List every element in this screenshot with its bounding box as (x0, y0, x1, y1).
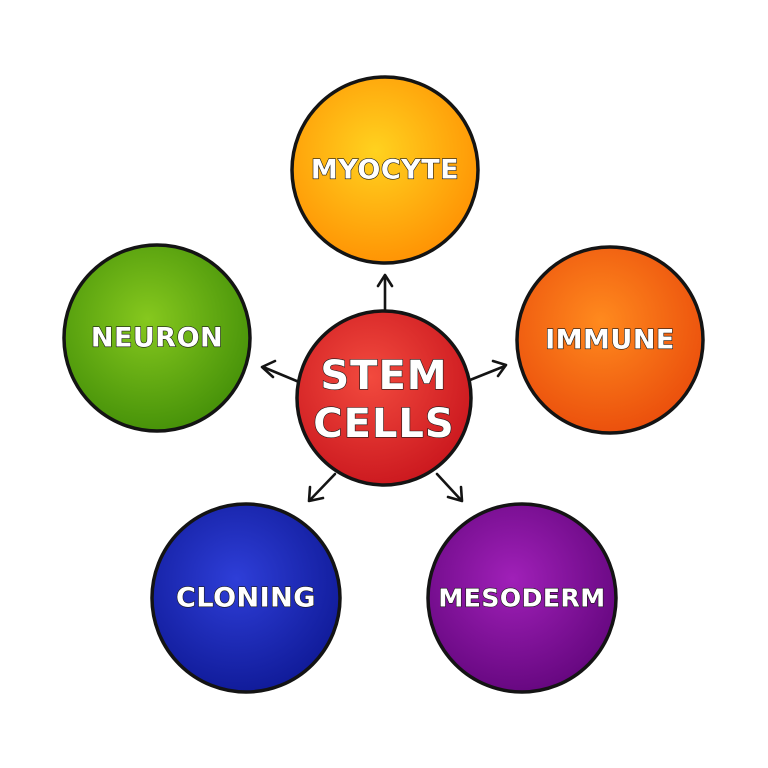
arrows (260, 273, 508, 503)
neuron-label: NEURON (91, 323, 223, 354)
node-cloning: CLONING (150, 502, 342, 694)
immune-label: IMMUNE (545, 325, 675, 356)
arrow-to-cloning (307, 472, 337, 503)
mesoderm-circle (426, 502, 618, 694)
arrow-to-mesoderm (435, 472, 464, 503)
node-neuron: NEURON (62, 243, 252, 433)
myocyte-label: MYOCYTE (311, 155, 459, 186)
cloning-label: CLONING (176, 583, 316, 614)
arrow-to-neuron (260, 359, 301, 384)
arrow-to-myocyte (376, 273, 394, 315)
arrow-to-immune (468, 359, 508, 382)
immune-circle (515, 245, 705, 435)
node-mesoderm: MESODERM (426, 502, 618, 694)
neuron-circle (62, 243, 252, 433)
myocyte-circle (290, 75, 480, 265)
cloning-circle (150, 502, 342, 694)
stem-cells-label-line2: CELLS (313, 401, 454, 447)
node-immune: IMMUNE (515, 245, 705, 435)
node-stem-cells: STEM CELLS (295, 309, 473, 487)
stem-cells-circle (295, 309, 473, 487)
stem-cells-label-line1: STEM (320, 353, 447, 399)
mesoderm-label: MESODERM (438, 584, 605, 613)
node-myocyte: MYOCYTE (290, 75, 480, 265)
